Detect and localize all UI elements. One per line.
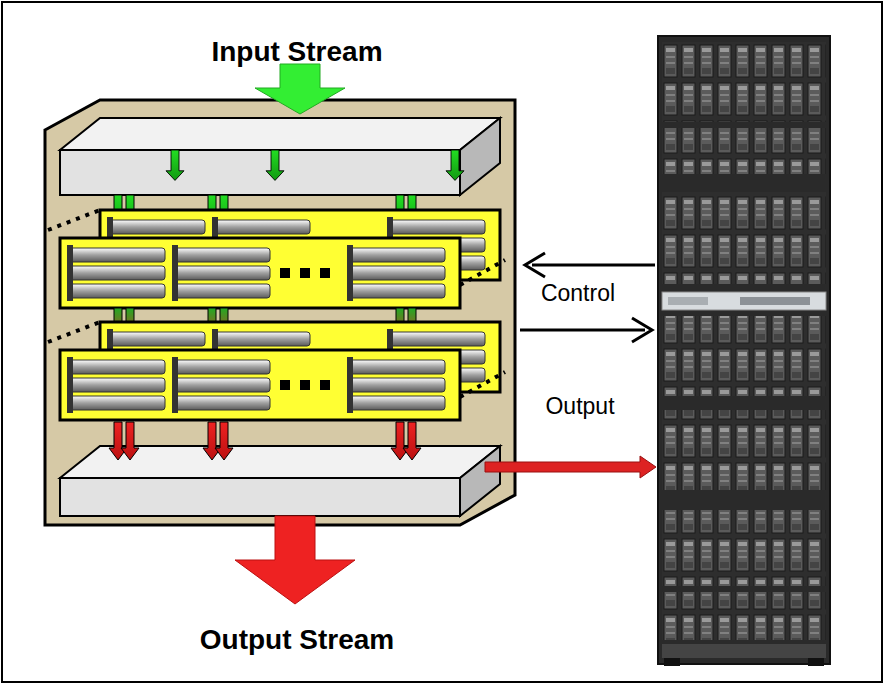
stream-title: Output Stream xyxy=(200,624,394,656)
stream-title: Input Stream xyxy=(211,36,382,68)
arrow-label: Output xyxy=(545,393,614,420)
arrow-label: Control xyxy=(541,280,615,307)
